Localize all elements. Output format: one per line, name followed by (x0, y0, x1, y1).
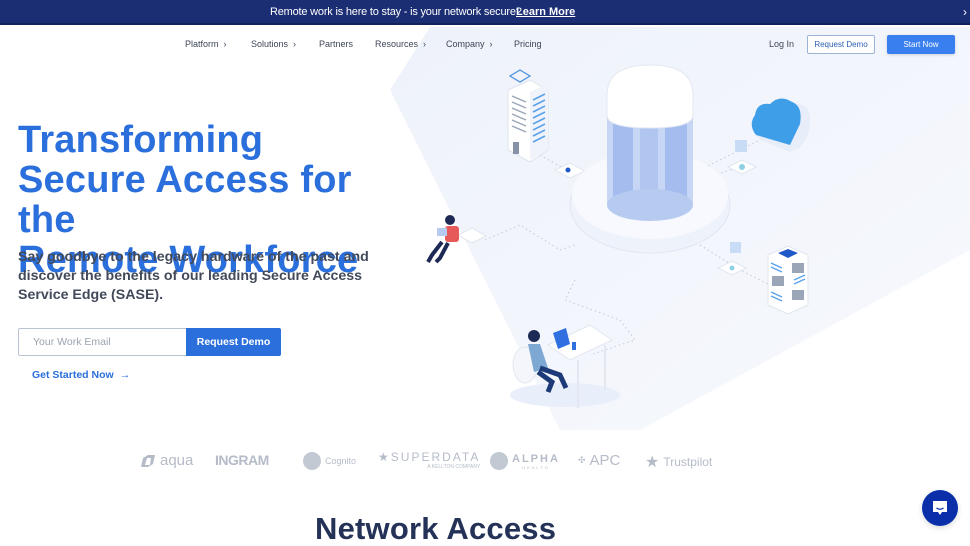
nav-item-label: Partners (319, 39, 354, 49)
get-started-link[interactable]: Get Started Now → (32, 369, 130, 381)
logo-superdata: ★SUPERDATA A KELLTON COMPANY (378, 450, 481, 470)
connector-node (716, 242, 748, 276)
chevron-right-icon: › (489, 39, 493, 49)
nav-item-label: Pricing (514, 39, 542, 49)
aqua-logo-icon (141, 454, 155, 467)
remote-worker-woman (426, 215, 488, 264)
chat-icon (933, 501, 947, 515)
nav-item-label: Resources (375, 39, 419, 49)
hero-title: Transforming Secure Access for the Remot… (18, 120, 418, 280)
hero-title-line: Remote Workforce (18, 239, 359, 281)
logo-trustpilot: ★ Trustpilot (645, 454, 713, 471)
gateway-cylinder (569, 64, 731, 254)
logo-ingram: INGRAM (215, 452, 269, 468)
cognito-logo-icon (303, 452, 321, 470)
apc-logo-icon: ✣ (578, 455, 586, 465)
logo-cognito: Cognito (303, 452, 356, 470)
main-nav: Platform › Solutions › Partners Resource… (0, 27, 970, 63)
nav-item-label: Platform (185, 39, 219, 49)
chevron-right-icon: › (293, 39, 297, 49)
alpha-logo-icon (490, 452, 508, 470)
logo-apc: ✣ APC (578, 452, 621, 469)
banner-text: Remote work is here to stay - is your ne… (270, 6, 522, 18)
nav-item-platform[interactable]: Platform › (185, 39, 227, 49)
hero-request-demo-button[interactable]: Request Demo (186, 328, 281, 356)
arrow-right-icon: → (119, 369, 131, 381)
nav-item-solutions[interactable]: Solutions › (251, 39, 296, 49)
logo-aqua: aqua (140, 452, 193, 469)
hero-subtitle: Say goodbye to the legacy hardware of th… (18, 249, 369, 303)
get-started-label: Get Started Now (32, 369, 114, 381)
nav-item-partners[interactable]: Partners (319, 39, 353, 49)
nav-item-label: Solutions (251, 39, 289, 49)
announcement-banner: Remote work is here to stay - is your ne… (0, 0, 970, 25)
star-icon: ★ (378, 450, 391, 464)
remote-worker-man (510, 324, 620, 408)
work-email-input[interactable] (18, 328, 187, 356)
hero-title-line: Transforming (18, 119, 264, 161)
hero-illustration (426, 64, 811, 408)
chat-launcher-button[interactable] (922, 490, 958, 526)
chevron-right-icon: › (423, 39, 427, 49)
learn-more-link[interactable]: Learn More (516, 6, 576, 18)
nav-item-resources[interactable]: Resources › (375, 39, 426, 49)
login-link[interactable]: Log In (769, 39, 795, 49)
start-now-button[interactable]: Start Now (887, 35, 955, 54)
connector-node (726, 140, 758, 175)
close-icon[interactable]: › (963, 5, 967, 19)
logo-alpha-health: ALPHA HEALTH (490, 452, 560, 470)
chevron-right-icon: › (223, 39, 227, 49)
office-building-icon (507, 69, 549, 163)
server-stack-icon (767, 245, 809, 315)
customer-logos: aqua INGRAM Cognito ★SUPERDATA A KELLTON… (0, 448, 970, 476)
nav-item-pricing[interactable]: Pricing (514, 39, 542, 49)
nav-item-label: Company (446, 39, 485, 49)
cloud-icon (751, 98, 811, 152)
request-demo-button[interactable]: Request Demo (807, 35, 875, 54)
nav-item-company[interactable]: Company › (446, 39, 493, 49)
hero-title-line: Secure Access for the (18, 159, 352, 241)
section-title: Network Access (315, 511, 557, 546)
star-icon: ★ (645, 454, 660, 471)
